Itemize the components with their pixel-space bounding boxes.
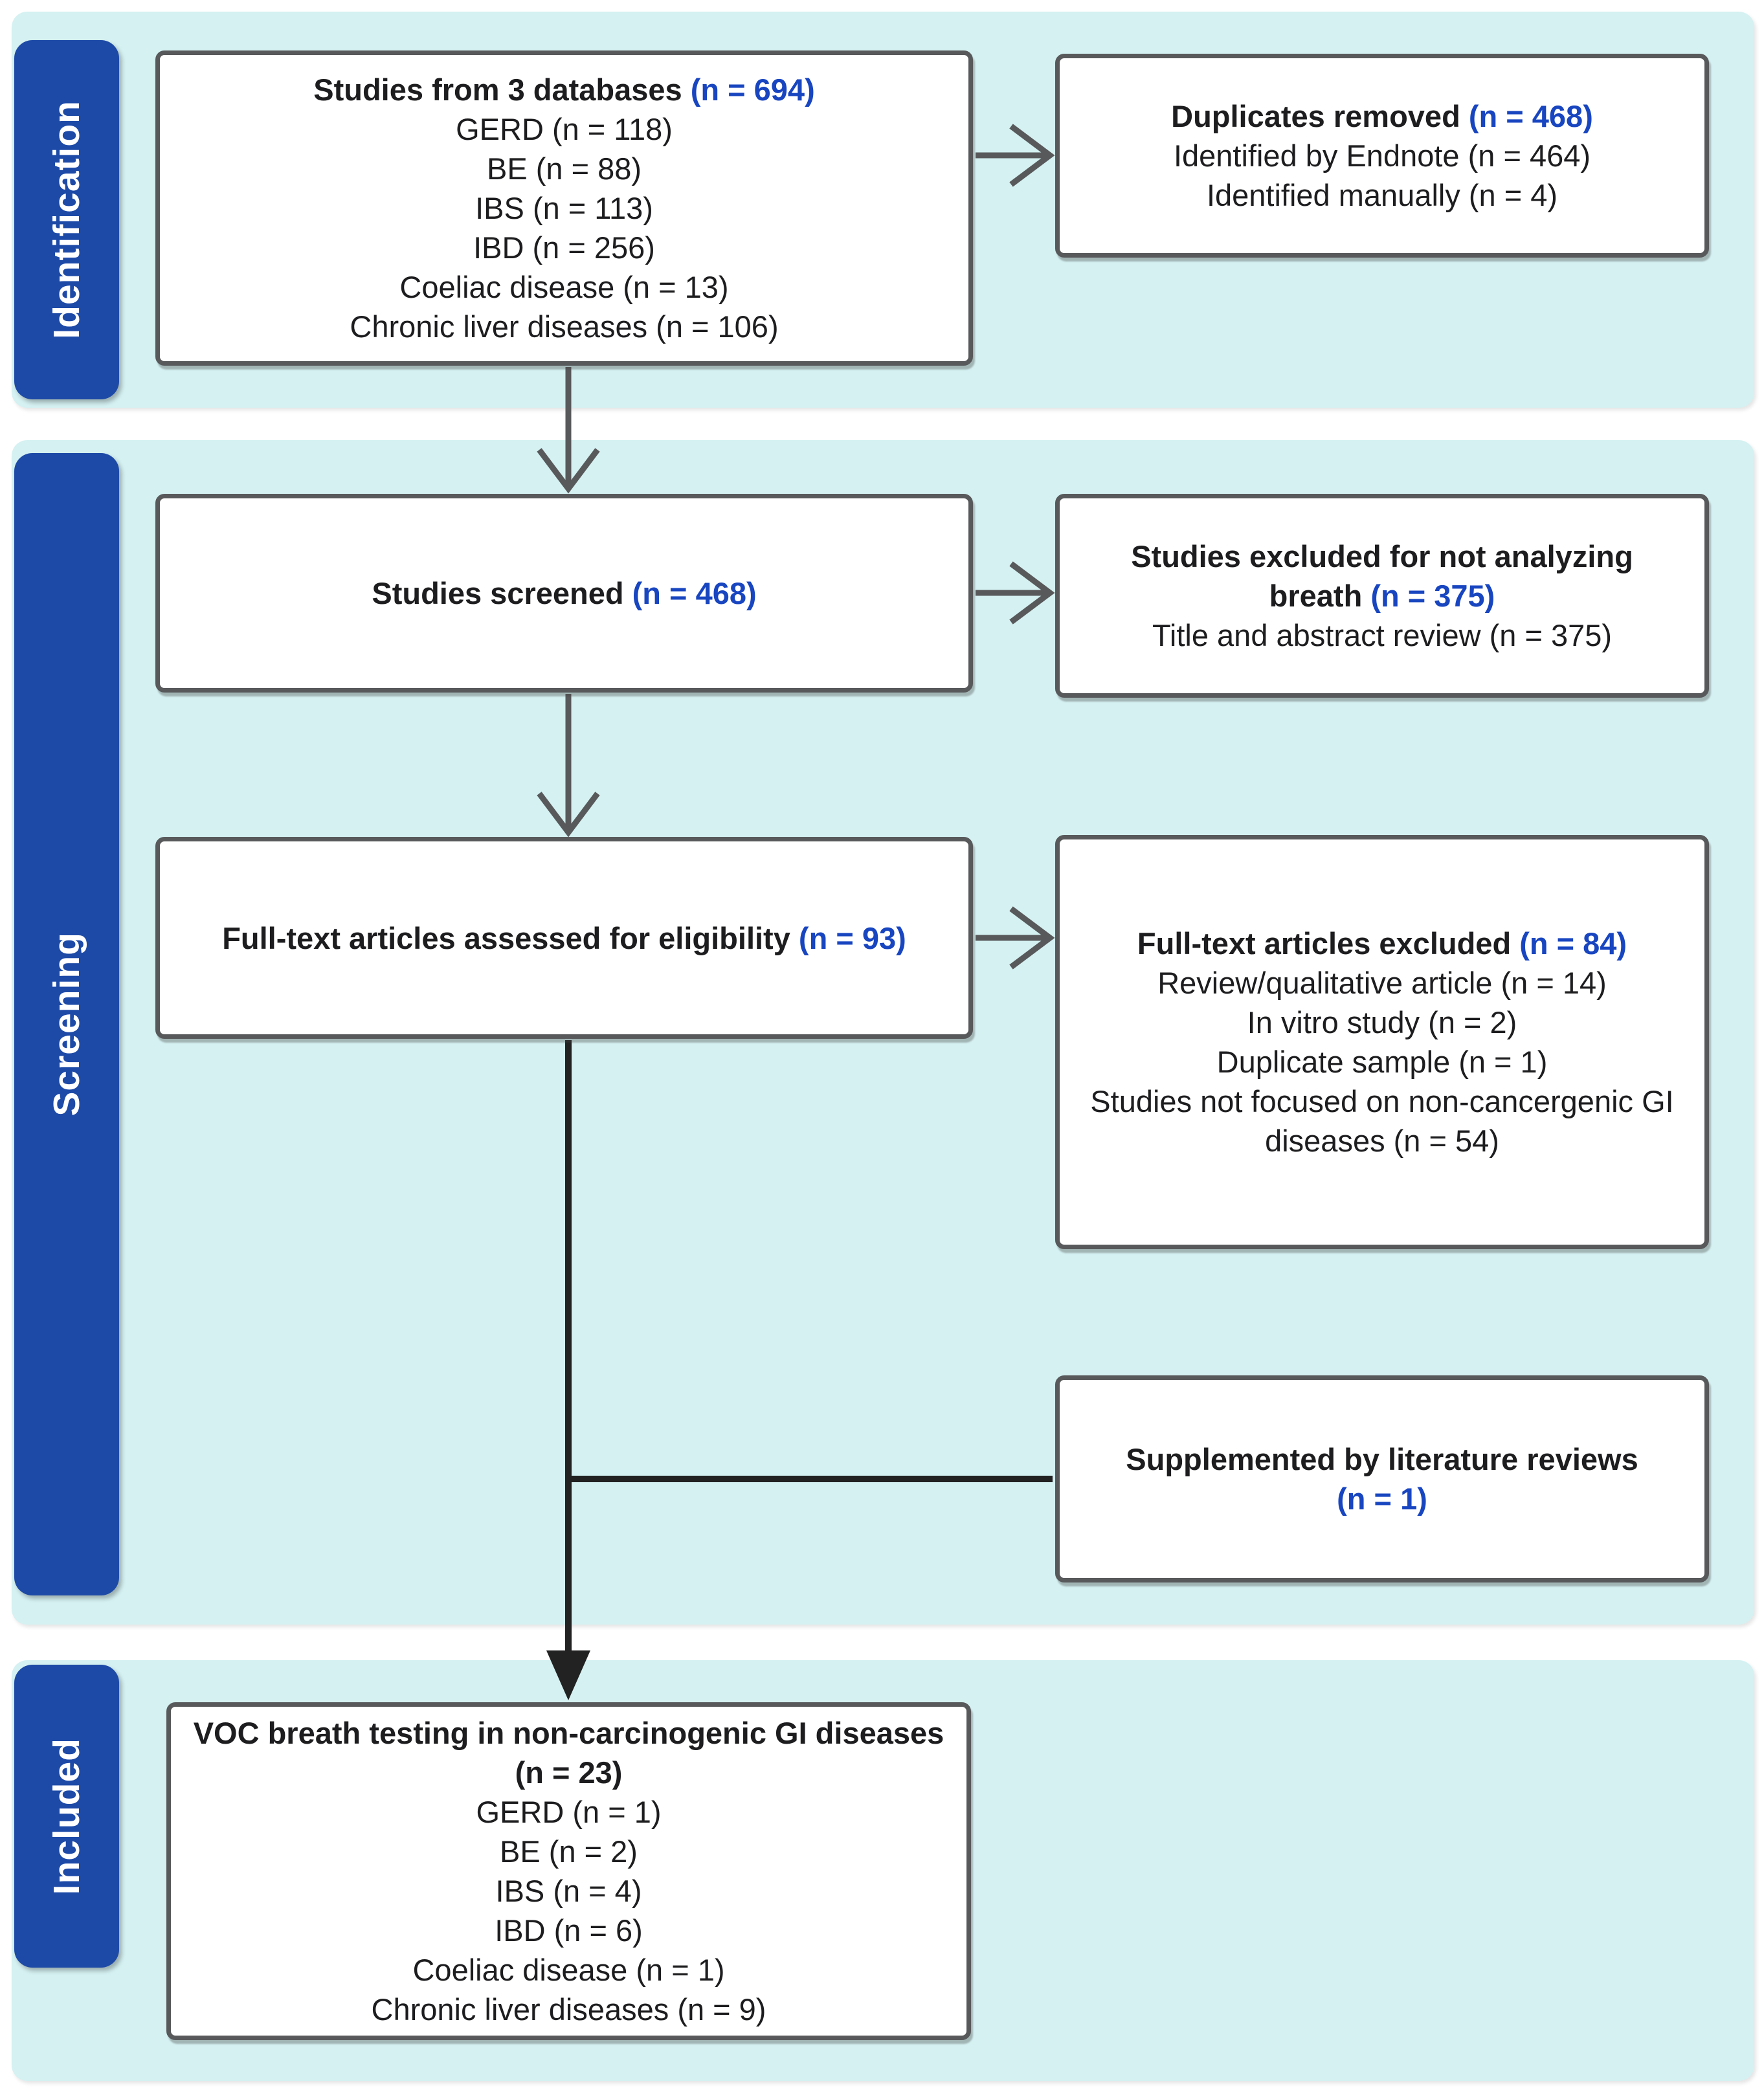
duplicates-item: Identified by Endnote (n = 464) <box>1173 139 1591 173</box>
duplicates-removed-box: Duplicates removed (n = 468) Identified … <box>1055 54 1709 258</box>
fulltext-excluded-box: Full-text articles excluded (n = 84) Rev… <box>1055 835 1709 1249</box>
databases-box: Studies from 3 databases (n = 694) GERD … <box>155 50 973 366</box>
databases-title: Studies from 3 databases (n = 694) <box>313 72 815 107</box>
fulltext-title: Full-text articles assessed for eligibil… <box>222 920 906 955</box>
fulltext-excluded-item: Studies not focused on non-cancergenic G… <box>1090 1084 1674 1158</box>
fulltext-excluded-title: Full-text articles excluded (n = 84) <box>1137 926 1627 961</box>
databases-item: Coeliac disease (n = 13) <box>399 270 729 304</box>
arrowhead-databases-to-duplicates <box>1009 124 1055 187</box>
arrowhead-databases-to-screened <box>537 448 600 494</box>
supplemented-count: (n = 1) <box>1337 1482 1427 1516</box>
fulltext-excluded-item: In vitro study (n = 2) <box>1247 1005 1517 1039</box>
voc-item: BE (n = 2) <box>500 1834 638 1869</box>
voc-count: (n = 23) <box>515 1755 623 1790</box>
studies-screened-box: Studies screened (n = 468) <box>155 494 973 693</box>
duplicates-title: Duplicates removed (n = 468) <box>1171 99 1593 133</box>
screened-title: Studies screened (n = 468) <box>372 576 757 610</box>
arrowhead-screened-to-fulltext <box>537 792 600 838</box>
arrowhead-screened-to-excluded <box>1009 561 1055 625</box>
voc-item: IBD (n = 6) <box>495 1913 643 1948</box>
fulltext-excluded-item: Review/qualitative article (n = 14) <box>1157 966 1607 1000</box>
voc-item: Coeliac disease (n = 1) <box>412 1953 725 1987</box>
supplemented-box: Supplemented by literature reviews (n = … <box>1055 1375 1709 1583</box>
duplicates-item: Identified manually (n = 4) <box>1206 178 1558 212</box>
databases-item: IBS (n = 113) <box>475 191 653 225</box>
screen-excluded-count: (n = 375) <box>1370 579 1495 613</box>
voc-title: VOC breath testing in non-carcinogenic G… <box>193 1716 944 1790</box>
arrowhead-fulltext-to-voc <box>546 1650 590 1700</box>
screening-stage-tab: Screening <box>14 453 119 1595</box>
databases-item: BE (n = 88) <box>486 151 642 186</box>
fulltext-excluded-item: Duplicate sample (n = 1) <box>1216 1045 1548 1079</box>
voc-item: Chronic liver diseases (n = 9) <box>371 1992 766 2027</box>
screened-count: (n = 468) <box>632 576 757 610</box>
identification-stage-tab: Identification <box>14 40 119 399</box>
included-stage-tab: Included <box>14 1665 119 1968</box>
fulltext-count: (n = 93) <box>798 920 906 955</box>
fulltext-assessed-box: Full-text articles assessed for eligibil… <box>155 837 973 1039</box>
screen-excluded-title: Studies excluded for not analyzing breat… <box>1131 539 1633 613</box>
voc-item: IBS (n = 4) <box>495 1874 642 1908</box>
studies-excluded-box: Studies excluded for not analyzing breat… <box>1055 494 1709 698</box>
voc-item: GERD (n = 1) <box>476 1795 662 1829</box>
databases-item: IBD (n = 256) <box>473 230 655 265</box>
voc-included-box: VOC breath testing in non-carcinogenic G… <box>166 1702 971 2040</box>
duplicates-count: (n = 468) <box>1468 99 1593 133</box>
supplemented-title: Supplemented by literature reviews <box>1126 1442 1638 1476</box>
arrowhead-fulltext-to-excluded <box>1009 906 1055 970</box>
databases-item: GERD (n = 118) <box>456 112 673 146</box>
databases-count: (n = 694) <box>690 72 815 107</box>
screen-excluded-item: Title and abstract review (n = 375) <box>1152 618 1613 652</box>
fulltext-excluded-count: (n = 84) <box>1519 926 1627 961</box>
databases-item: Chronic liver diseases (n = 106) <box>350 309 779 344</box>
